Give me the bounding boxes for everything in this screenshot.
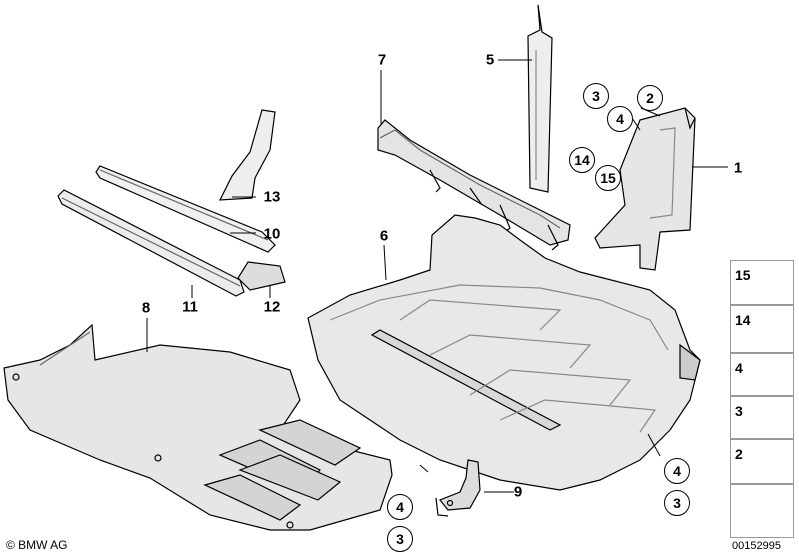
callout-11: 11 (182, 298, 198, 316)
legend-box-14: 14 (730, 305, 794, 353)
callout-13: 13 (263, 188, 281, 206)
circled-callout-3-right: 3 (664, 490, 690, 516)
callout-6: 6 (379, 227, 389, 245)
callout-7: 7 (377, 51, 387, 69)
circled-callout-14: 14 (569, 147, 595, 173)
legend-box-arrow (730, 484, 794, 538)
copyright-label: © BMW AG (6, 538, 68, 552)
circled-callout-3-bottom: 3 (387, 526, 413, 552)
legend-number: 14 (735, 312, 751, 328)
leader-lines (146, 59, 728, 493)
circled-callout-15: 15 (595, 165, 621, 191)
legend-box-2: 2 (730, 439, 794, 484)
circled-callout-3-top: 3 (583, 83, 609, 109)
part-11-seal (57, 189, 245, 297)
part-13-strip (218, 109, 276, 201)
callout-10: 10 (263, 225, 281, 243)
callout-9: 9 (513, 483, 523, 501)
diagram-id: 00152995 (732, 540, 781, 552)
part-12-end-cap (237, 261, 286, 291)
part-6-underbody-panel (307, 214, 701, 491)
circled-callout-4-right: 4 (664, 458, 690, 484)
circled-callout-4-bottom: 4 (387, 494, 413, 520)
callout-5: 5 (485, 51, 495, 69)
part-5-vertical-bracket (527, 4, 553, 193)
legend-number: 15 (735, 267, 751, 283)
legend-number: 2 (735, 446, 743, 462)
part-10-seal (95, 165, 276, 253)
legend-number: 3 (735, 403, 743, 419)
part-8-lower-shield (3, 323, 393, 531)
legend-number: 4 (735, 360, 743, 376)
circled-callout-4-top: 4 (607, 106, 633, 132)
callout-8: 8 (141, 299, 151, 317)
callout-12: 12 (263, 298, 281, 316)
legend-box-3: 3 (730, 396, 794, 439)
circled-callout-2: 2 (637, 85, 663, 111)
callout-1: 1 (733, 159, 743, 177)
part-9-bracket (435, 459, 481, 517)
legend-box-4: 4 (730, 353, 794, 396)
part-7-crossmember (377, 119, 571, 251)
legend-box-15: 15 (730, 260, 794, 305)
